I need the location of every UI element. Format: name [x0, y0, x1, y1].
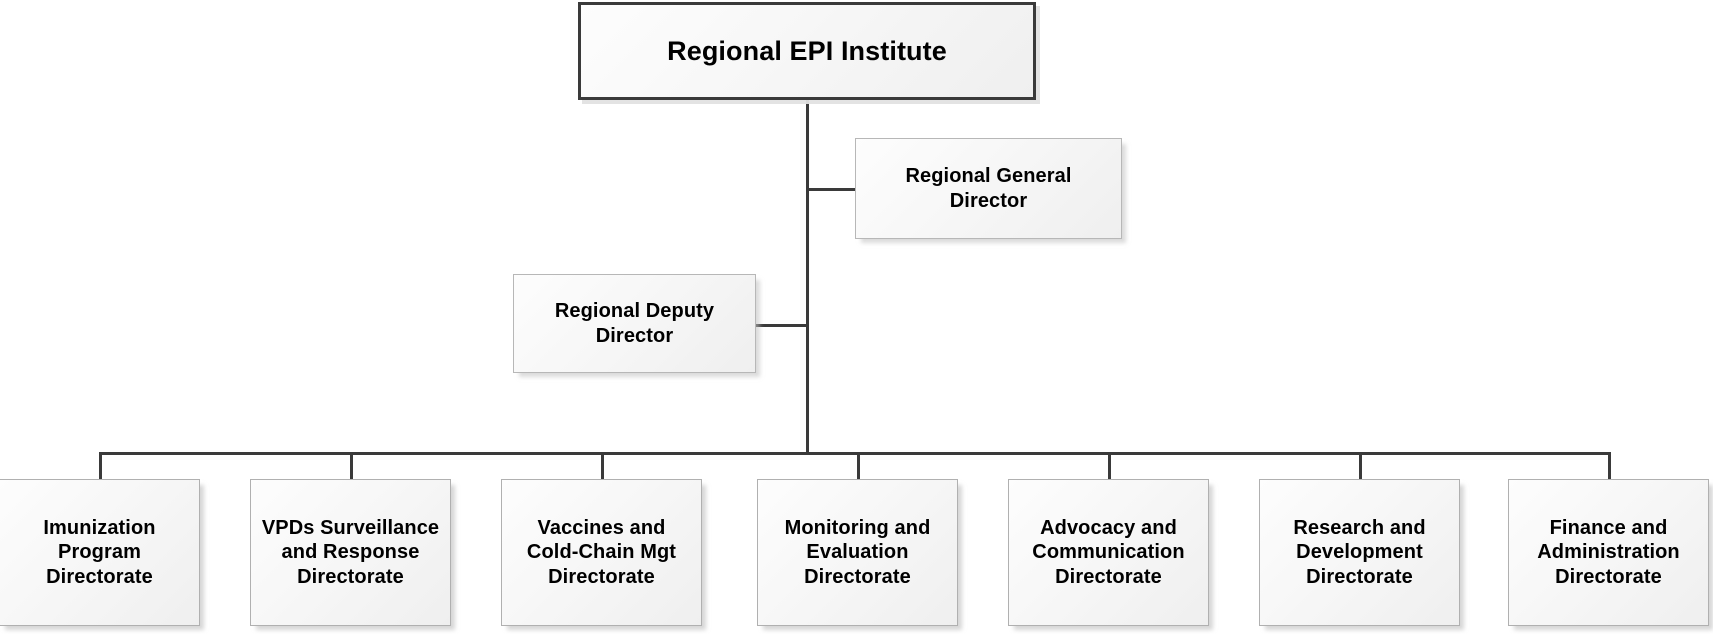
node-label-directorate-1: Imunization Program Directorate [43, 516, 156, 588]
connector-drop-2 [350, 452, 353, 480]
node-directorate-immunization-program[interactable]: Imunization Program Directorate [0, 479, 200, 626]
connector-to-general-director [806, 188, 858, 191]
node-regional-general-director[interactable]: Regional General Director [855, 138, 1122, 239]
connector-drop-5 [1108, 452, 1111, 480]
node-label-directorate-3: Vaccines and Cold-Chain Mgt Directorate [526, 516, 677, 588]
node-regional-deputy-director[interactable]: Regional Deputy Director [513, 274, 756, 373]
node-label-general-director: Regional General Director [905, 165, 1072, 212]
node-directorate-vpds-surveillance-response[interactable]: VPDs Surveillance and Response Directora… [250, 479, 451, 626]
node-directorate-finance-administration[interactable]: Finance and Administration Directorate [1508, 479, 1709, 626]
node-label-directorate-7: Finance and Administration Directorate [1537, 516, 1680, 588]
node-label-directorate-4: Monitoring and Evaluation Directorate [784, 516, 931, 588]
connector-drop-1 [99, 452, 102, 480]
node-regional-epi-institute[interactable]: Regional EPI Institute [578, 2, 1036, 100]
connector-drop-7 [1608, 452, 1611, 480]
connector-drop-3 [601, 452, 604, 480]
node-directorate-advocacy-communication[interactable]: Advocacy and Communication Directorate [1008, 479, 1209, 626]
node-directorate-vaccines-cold-chain[interactable]: Vaccines and Cold-Chain Mgt Directorate [501, 479, 702, 626]
node-label-directorate-6: Research and Development Directorate [1293, 516, 1426, 588]
connector-to-deputy-director [753, 324, 808, 327]
node-label-deputy-director: Regional Deputy Director [554, 300, 715, 347]
node-directorate-monitoring-evaluation[interactable]: Monitoring and Evaluation Directorate [757, 479, 958, 626]
node-label-root: Regional EPI Institute [667, 35, 947, 66]
node-label-directorate-5: Advocacy and Communication Directorate [1032, 516, 1185, 588]
node-label-directorate-2: VPDs Surveillance and Response Directora… [261, 516, 440, 588]
node-directorate-research-development[interactable]: Research and Development Directorate [1259, 479, 1460, 626]
connector-drop-4 [857, 452, 860, 480]
connector-drop-6 [1359, 452, 1362, 480]
connector-trunk-vertical [806, 100, 809, 454]
connector-distribution-bar [99, 452, 1611, 455]
